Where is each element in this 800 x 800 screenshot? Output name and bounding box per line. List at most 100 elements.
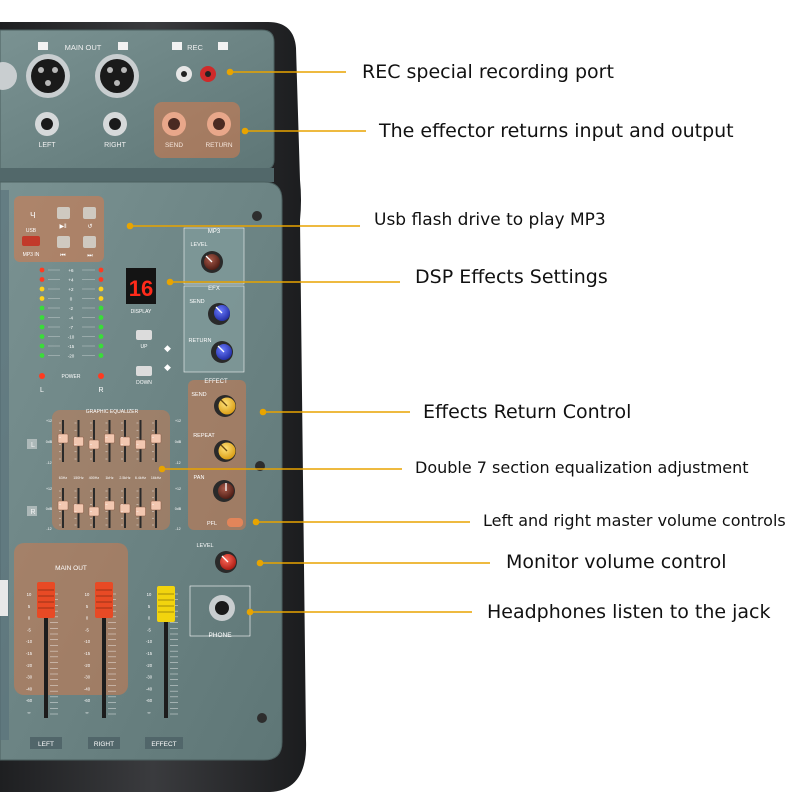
- fader-scale-label: -5: [85, 627, 89, 632]
- fader-scale-label: -40: [84, 686, 91, 691]
- callout-effects-return: Effects Return Control: [423, 401, 632, 423]
- mp3-play-button[interactable]: [57, 236, 70, 248]
- eq-slider-knob[interactable]: [88, 439, 100, 450]
- fader-effect-track: [164, 590, 168, 718]
- callout-dsp-effects: DSP Effects Settings: [415, 266, 608, 288]
- meter-scale-label: -10: [68, 335, 75, 340]
- dsp-up-button[interactable]: [136, 330, 152, 340]
- eq-slider-knob[interactable]: [150, 500, 162, 511]
- fx-send-return-section: SEND RETURN: [154, 102, 240, 158]
- led-left: [39, 267, 45, 273]
- efx-return-label: RETURN: [189, 338, 212, 344]
- fader-scale-label: -20: [84, 663, 91, 668]
- callout-effector-io: The effector returns input and output: [379, 120, 734, 142]
- fx-send-label: SEND: [165, 142, 183, 149]
- led-right: [98, 305, 104, 311]
- jack-right-label: RIGHT: [104, 142, 127, 149]
- xlr-left-connector[interactable]: [26, 54, 70, 98]
- fader-left-cap[interactable]: [37, 582, 55, 618]
- fader-effect-cap[interactable]: [157, 586, 175, 622]
- svg-text:⏭: ⏭: [87, 253, 93, 259]
- eq-slider-knob[interactable]: [104, 433, 115, 444]
- fader-scale-label: -40: [146, 686, 153, 691]
- fader-scale-label: -5: [147, 627, 151, 632]
- effect-send-knob[interactable]: [214, 395, 236, 417]
- usb-label: USB: [26, 228, 37, 234]
- rec-rca-white[interactable]: [176, 66, 192, 82]
- mp3-prev-button[interactable]: [57, 207, 70, 219]
- usb-port[interactable]: [22, 236, 40, 246]
- xlr-right-connector[interactable]: [95, 54, 139, 98]
- eq-slider-knob[interactable]: [150, 433, 162, 444]
- callout-headphones: Headphones listen to the jack: [487, 601, 771, 623]
- led-right: [98, 315, 104, 320]
- meter-scale-label: -2: [69, 306, 73, 311]
- eq-slider-knob[interactable]: [104, 500, 115, 511]
- eq-scale-label: 0dB: [175, 507, 182, 511]
- effect-section-label: EFFECT: [204, 379, 228, 385]
- fx-send-jack[interactable]: [162, 112, 186, 136]
- eq-slider-knob[interactable]: [135, 439, 146, 450]
- led-left: [39, 277, 45, 282]
- channel-fader-cap[interactable]: [0, 580, 8, 616]
- monitor-level-knob[interactable]: [215, 551, 237, 573]
- graphic-equalizer: GRAPHIC EQUALIZER L R +12+120dB0dB-12-12…: [27, 409, 182, 531]
- fx-return-jack[interactable]: [207, 112, 231, 136]
- eq-frequency-label: 400Hz: [89, 476, 100, 480]
- mp3-next-button[interactable]: [83, 207, 96, 219]
- mp3-level-knob[interactable]: [201, 251, 223, 273]
- meter-scale-label: -15: [68, 344, 75, 349]
- eq-frequency-label: 6.4kHz: [135, 476, 146, 480]
- pfl-button[interactable]: [227, 518, 243, 527]
- fx-return-label: RETURN: [205, 142, 232, 149]
- fader-left-label: LEFT: [38, 741, 54, 748]
- fader-scale-label: -60: [146, 698, 153, 703]
- jack-right-output[interactable]: [103, 112, 127, 136]
- fader-scale-label: -20: [26, 663, 33, 668]
- eq-slider-knob[interactable]: [57, 433, 69, 444]
- mp3-repeat-button[interactable]: [83, 236, 96, 248]
- dsp-down-button[interactable]: [136, 366, 152, 376]
- eq-slider-knob[interactable]: [135, 506, 146, 517]
- headphone-jack[interactable]: [209, 595, 235, 621]
- led-left: [39, 305, 45, 311]
- fader-scale-label: -30: [26, 675, 33, 680]
- eq-slider-knob[interactable]: [119, 503, 131, 514]
- callout-usb-mp3: Usb flash drive to play MP3: [374, 210, 606, 230]
- callout-double-eq: Double 7 section equalization adjustment: [415, 458, 749, 477]
- effect-pan-knob[interactable]: [213, 480, 235, 502]
- meter-scale-label: +4: [68, 278, 74, 283]
- eq-frequency-label: 1kHz: [105, 476, 113, 480]
- jack-left-output[interactable]: [35, 112, 59, 136]
- fader-right-cap[interactable]: [95, 582, 113, 618]
- eq-scale-label: +12: [175, 419, 181, 423]
- svg-text:◆: ◆: [164, 343, 171, 353]
- fader-effect-label: EFFECT: [151, 741, 176, 748]
- fader-scale-label: -15: [146, 651, 153, 656]
- eq-slider-knob[interactable]: [73, 503, 84, 514]
- eq-slider-knob[interactable]: [88, 506, 100, 517]
- efx-send-knob[interactable]: [208, 303, 230, 325]
- display-label: DISPLAY: [131, 309, 152, 315]
- meter-right-label: R: [98, 387, 103, 394]
- fader-right-track: [102, 590, 106, 718]
- repeat-knob[interactable]: [214, 440, 236, 462]
- eq-slider-knob[interactable]: [119, 436, 131, 447]
- led-right: [98, 286, 104, 292]
- fader-scale-label: -10: [146, 639, 153, 644]
- fader-right-label: RIGHT: [94, 741, 114, 748]
- eq-slider-knob[interactable]: [73, 436, 84, 447]
- main-out-fader-label: MAIN OUT: [55, 565, 87, 572]
- svg-text:▶‖: ▶‖: [59, 224, 66, 230]
- rec-rca-red[interactable]: [200, 66, 216, 82]
- right-control-column: MP3 LEVEL EFX SEND RETURN EFFECT SEND RE…: [183, 227, 251, 639]
- fader-scale-label: ∞: [148, 710, 151, 715]
- eq-scale-label: -12: [46, 461, 51, 465]
- monitor-level-label: LEVEL: [196, 543, 213, 549]
- efx-return-knob[interactable]: [211, 341, 233, 363]
- eq-slider-knob[interactable]: [57, 500, 69, 511]
- main-out-section: MAIN OUT LEFT RIGHT: [0, 42, 139, 149]
- meter-scale-label: -20: [68, 354, 75, 359]
- svg-text:↺: ↺: [87, 223, 92, 230]
